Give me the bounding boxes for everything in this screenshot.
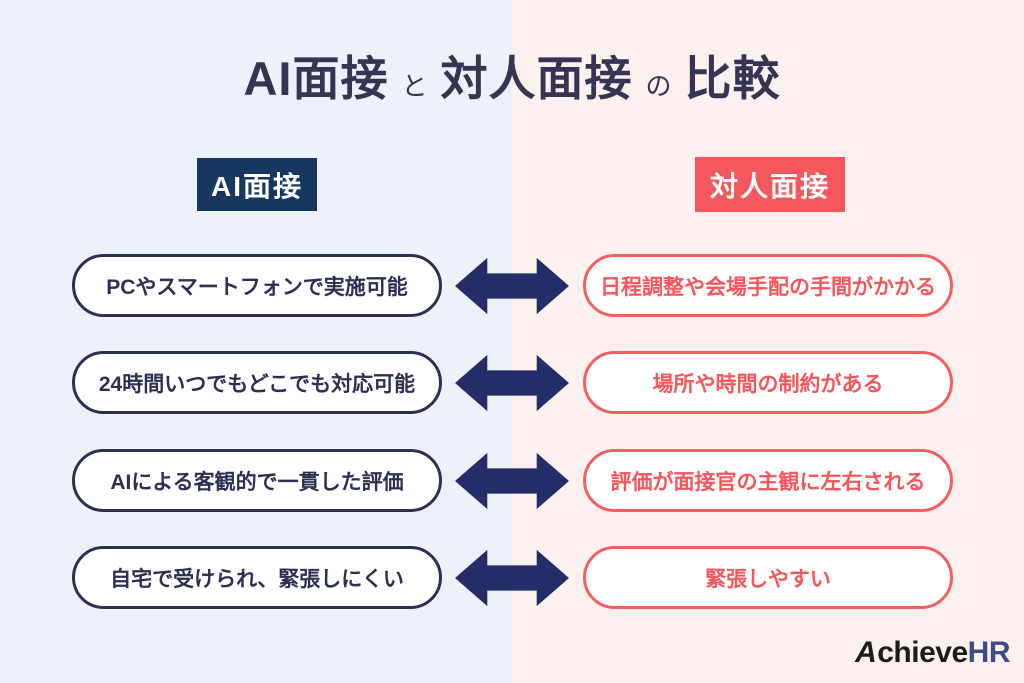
page-title: AI面接と対人面接の比較	[0, 40, 1024, 109]
ai-feature-pill: PCやスマートフォンで実施可能	[72, 254, 442, 317]
comparison-row: 24時間いつでもどこでも対応可能 場所や時間の制約がある	[0, 351, 1024, 414]
double-arrow-icon	[455, 451, 569, 511]
double-arrow-icon	[455, 256, 569, 316]
ai-feature-pill: 24時間いつでもどこでも対応可能	[72, 351, 442, 414]
human-interview-column-header: 対人面接	[695, 157, 845, 212]
logo-hr-text: HR	[967, 636, 1011, 669]
title-connector-no: の	[645, 71, 672, 101]
title-segment-human: 対人面接	[440, 52, 633, 105]
logo-achieve-text: chieve	[877, 636, 968, 669]
comparison-row: AIによる客観的で一貫した評価 評価が面接官の主観に左右される	[0, 449, 1024, 512]
human-feature-pill: 緊張しやすい	[583, 546, 953, 609]
title-connector-to: と	[401, 71, 428, 101]
human-feature-pill: 日程調整や会場手配の手間がかかる	[583, 254, 953, 317]
comparison-row: PCやスマートフォンで実施可能 日程調整や会場手配の手間がかかる	[0, 254, 1024, 317]
human-feature-pill: 評価が面接官の主観に左右される	[583, 449, 953, 512]
double-arrow-icon	[455, 353, 569, 413]
ai-feature-pill: 自宅で受けられ、緊張しにくい	[72, 546, 442, 609]
title-segment-ai: AI面接	[243, 52, 389, 105]
ai-interview-column-header: AI面接	[197, 158, 317, 211]
double-arrow-icon	[455, 548, 569, 608]
ai-feature-pill: AIによる客観的で一貫した評価	[72, 449, 442, 512]
brand-logo: AchieveHR	[855, 636, 1010, 670]
title-segment-comparison: 比較	[684, 52, 781, 105]
human-feature-pill: 場所や時間の制約がある	[583, 351, 953, 414]
logo-initial: A	[855, 636, 877, 669]
comparison-row: 自宅で受けられ、緊張しにくい 緊張しやすい	[0, 546, 1024, 609]
